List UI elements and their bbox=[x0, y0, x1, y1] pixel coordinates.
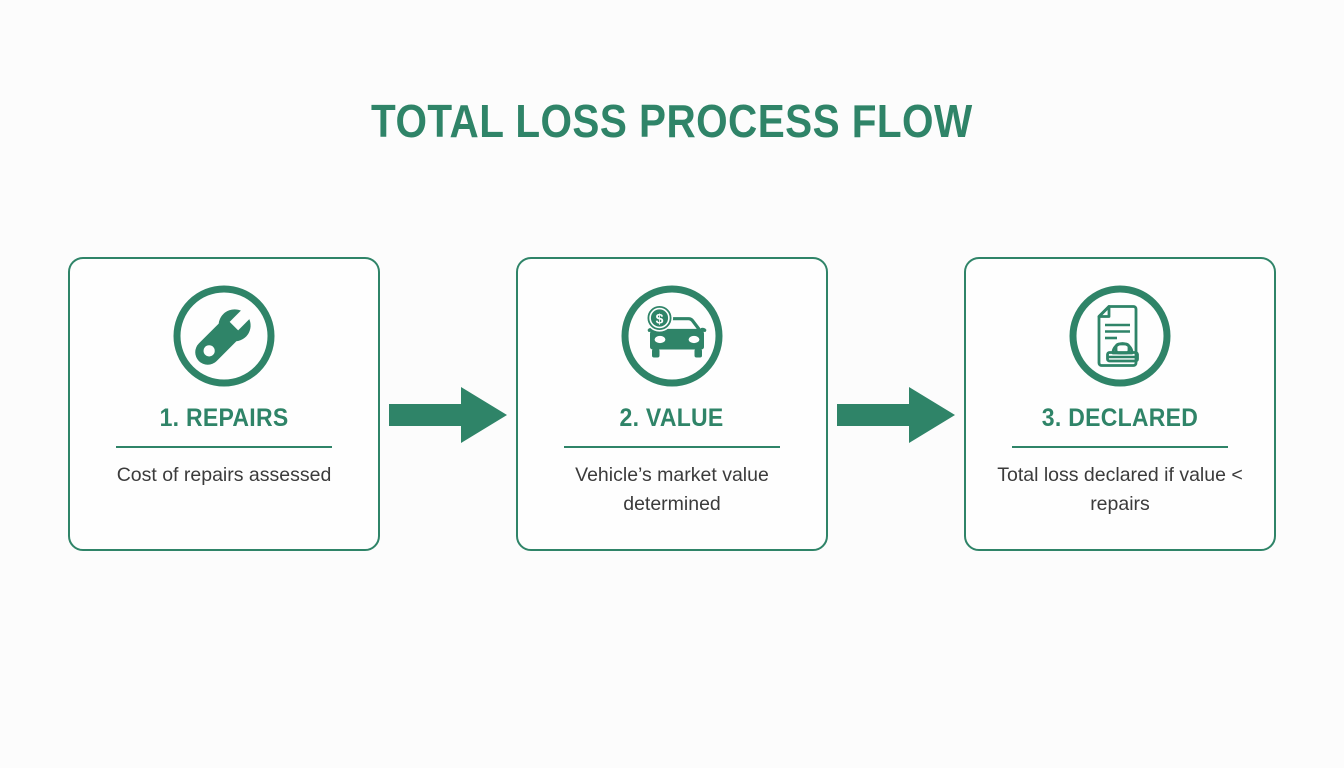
process-step-card-1[interactable]: 1. REPAIRS Cost of repairs assessed bbox=[68, 257, 380, 551]
step-heading: 1. REPAIRS bbox=[159, 404, 289, 432]
wrench-icon bbox=[173, 285, 275, 387]
arrow-right-icon bbox=[389, 387, 507, 443]
process-step-card-2[interactable]: $ 2. VALUE Vehicle’s market value determ… bbox=[516, 257, 828, 551]
process-flow: 1. REPAIRS Cost of repairs assessed $ 2.… bbox=[68, 257, 1276, 557]
step-description: Cost of repairs assessed bbox=[116, 463, 332, 486]
arrow-right-icon bbox=[837, 387, 955, 443]
car-dollar-icon: $ bbox=[621, 285, 723, 387]
page-title-container: TOTAL LOSS PROCESS FLOW bbox=[0, 96, 1344, 147]
step-divider bbox=[116, 445, 332, 448]
step-heading: 3. DECLARED bbox=[1041, 404, 1199, 432]
step-divider bbox=[1012, 445, 1228, 448]
page-title: TOTAL LOSS PROCESS FLOW bbox=[371, 95, 973, 147]
step-description: Vehicle’s market value determined bbox=[575, 463, 769, 515]
process-step-card-3[interactable]: 3. DECLARED Total loss declared if value… bbox=[964, 257, 1276, 551]
step-divider bbox=[564, 445, 780, 448]
step-heading: 2. VALUE bbox=[619, 404, 725, 432]
svg-text:$: $ bbox=[656, 311, 664, 327]
document-stamp-icon bbox=[1069, 285, 1171, 387]
step-description: Total loss declared if value < repairs bbox=[997, 463, 1243, 515]
